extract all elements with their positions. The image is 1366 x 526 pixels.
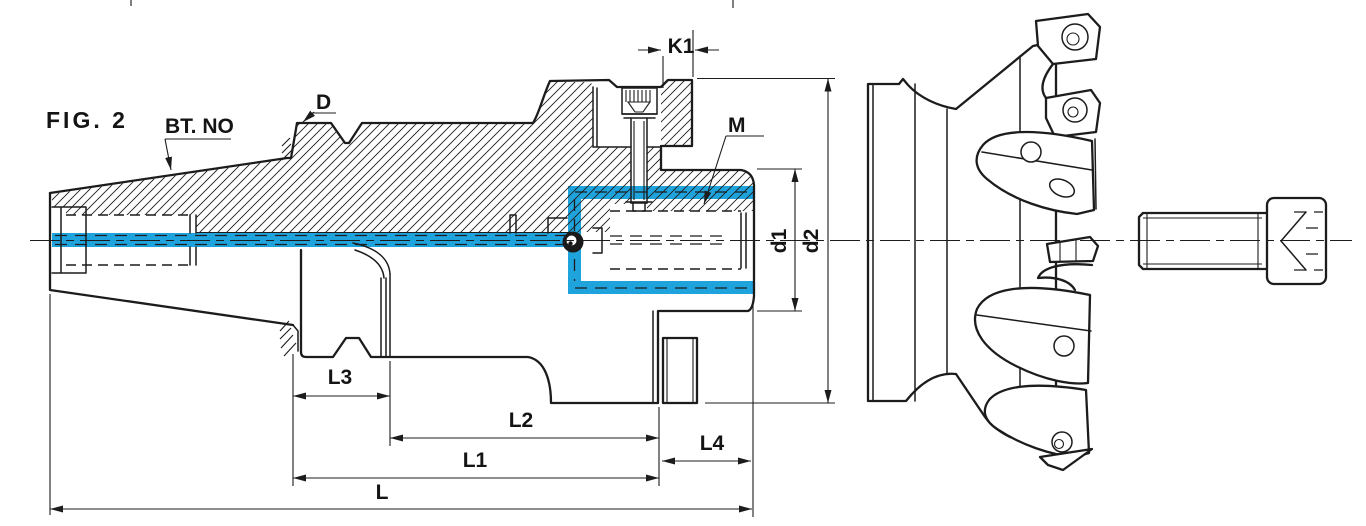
pocket-wedge-1 <box>1041 62 1055 100</box>
dim-d1-label: d1 <box>768 228 791 253</box>
dim-L4-label: L4 <box>700 432 725 455</box>
insert-center-lines <box>1059 240 1077 261</box>
screw-shaft-thread-lines <box>633 121 645 200</box>
dim-L: L <box>50 481 752 513</box>
hatch-taper <box>52 159 291 232</box>
coolant-set-screw <box>592 86 662 212</box>
callout-BT-NO-leader <box>164 138 172 171</box>
hatch-body <box>291 82 631 232</box>
dim-K1-label: K1 <box>668 35 695 58</box>
mount-thread-hidden <box>610 210 741 270</box>
pocket-leaf-upper-line <box>981 151 1093 171</box>
screw-tip <box>625 201 653 212</box>
insert-bottom-tail <box>1038 447 1094 472</box>
pocket-hook <box>1036 263 1094 292</box>
screw-cavity-walls <box>592 86 662 148</box>
dim-L3-label: L3 <box>328 366 353 389</box>
dim-d2: d2 <box>800 78 832 403</box>
callout-M-label: M <box>728 114 746 137</box>
pocket-leaf-lower <box>973 286 1092 385</box>
dim-L2-label: L2 <box>509 409 534 432</box>
cutter-face-edge-1 <box>1094 138 1097 210</box>
callout-D: D <box>302 91 336 123</box>
hatch-pilot <box>647 147 754 211</box>
outline-top-section <box>48 78 756 405</box>
screw-shaft <box>630 117 648 204</box>
neck-fillet-arcs <box>352 242 391 279</box>
screw-socket-chevron <box>626 101 652 113</box>
flange-rear-edge <box>292 324 299 352</box>
pullstud-thread-hidden <box>66 214 190 266</box>
crop-artifact-ticks <box>130 0 734 8</box>
insert-top-hole-inner <box>1066 32 1080 46</box>
dim-L1: L1 <box>293 449 659 482</box>
dim-d2-label: d2 <box>800 229 823 254</box>
coolant-center-bore <box>52 233 570 247</box>
ball-seat-bracket <box>547 217 568 234</box>
callout-BT-NO: BT. NO <box>164 115 234 171</box>
ball-center <box>568 241 573 246</box>
dim-L3: L3 <box>293 366 390 400</box>
callout-M: M <box>703 114 764 205</box>
pullstud-bore <box>51 206 87 274</box>
dim-L4: L4 <box>662 432 751 465</box>
bore-step-2 <box>509 214 517 234</box>
drive-key <box>661 336 699 405</box>
insert-top-screw-hole <box>1061 23 1089 51</box>
drive-key-inner-lines <box>666 338 694 403</box>
face-mill-cutter <box>866 12 1102 472</box>
insert-2-screw-hole <box>1062 97 1088 123</box>
insert-bottom <box>983 384 1091 459</box>
insert-2-hole-inner <box>1067 106 1079 118</box>
bore-step-1 <box>189 214 197 266</box>
dim-d1: d1 <box>768 169 799 311</box>
dim-K1: K1 <box>638 35 719 58</box>
pocket-leaf-lower-line <box>976 314 1092 332</box>
callout-D-label: D <box>316 91 331 114</box>
dimensions: K1 d2 d1 L3 L2 L1 L4 <box>49 30 835 517</box>
insert-bottom-screw-hole <box>1051 431 1073 453</box>
pocket-lower-hole <box>1053 335 1075 357</box>
section-hatching <box>52 80 754 232</box>
callout-D-leader <box>302 110 315 123</box>
extension-lines <box>49 30 835 517</box>
screw-socket-serrations <box>625 90 651 102</box>
hatch-boss-right <box>661 80 692 146</box>
callouts: FIG. 2 BT. NO D M <box>46 91 764 205</box>
flange-stub-ticks-top <box>281 137 293 161</box>
screw-shank-thread-lines <box>1143 213 1262 269</box>
dim-L-label: L <box>376 481 389 504</box>
coolant-check-ball <box>562 231 584 253</box>
outline-shank-end <box>48 191 295 327</box>
dim-L2: L2 <box>390 409 659 442</box>
screw-flange-lines <box>621 113 658 119</box>
callout-BT-NO-label: BT. NO <box>165 115 234 138</box>
screw-head <box>621 87 658 115</box>
figure-label: FIG. 2 <box>46 107 128 133</box>
dim-L1-label: L1 <box>463 449 488 472</box>
pocket-upper-hole <box>1020 141 1042 163</box>
pocket-upper-slot <box>1048 178 1076 198</box>
callout-M-leader <box>703 135 727 205</box>
flange-stub-ticks-bottom <box>279 320 297 357</box>
neck-step-lines <box>380 273 391 358</box>
insert-bottom-hole-inner <box>1053 438 1065 450</box>
